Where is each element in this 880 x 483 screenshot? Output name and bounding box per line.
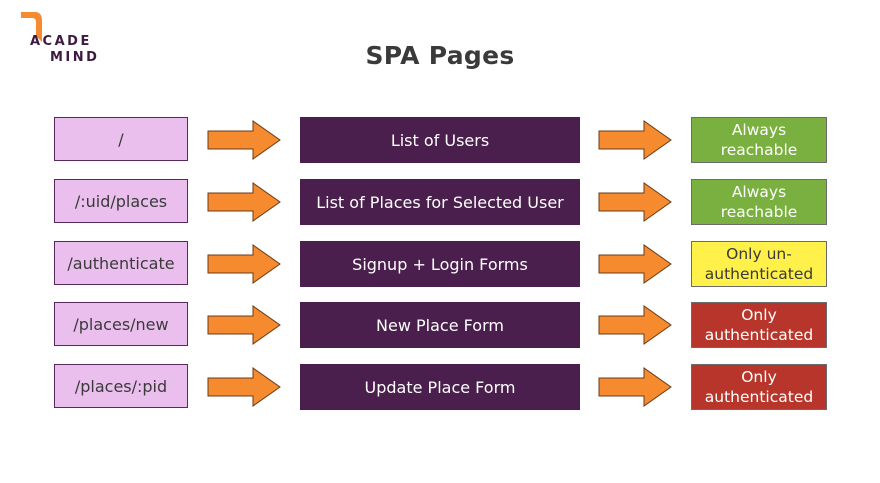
- access-label-line2: authenticated: [704, 265, 814, 283]
- route-box: /places/new: [54, 302, 188, 346]
- academind-logo: ACADE MIND: [14, 12, 124, 72]
- access-label-line2: authenticated: [704, 388, 814, 406]
- route-box: /places/:pid: [54, 364, 188, 408]
- route-box: /:uid/places: [54, 179, 188, 223]
- access-badge: Only authenticated: [691, 364, 827, 410]
- arrow-right-icon: [207, 244, 281, 284]
- page-box: List of Users: [300, 117, 580, 163]
- logo-text-line1: ACADE: [30, 34, 92, 49]
- access-label-line1: Always: [731, 121, 787, 139]
- logo-mark-icon: [21, 12, 42, 42]
- route-box: /: [54, 117, 188, 161]
- arrow-right-icon: [598, 305, 672, 345]
- access-badge: Always reachable: [691, 179, 827, 225]
- arrow-right-icon: [598, 182, 672, 222]
- route-row: / List of Users Always reachable: [0, 117, 880, 163]
- arrow-right-icon: [207, 305, 281, 345]
- access-label-line1: Only un-: [726, 245, 792, 263]
- access-label-line1: Only: [741, 306, 777, 324]
- access-label-line2: reachable: [720, 203, 798, 221]
- arrow-right-icon: [598, 244, 672, 284]
- access-label-line2: authenticated: [704, 326, 814, 344]
- route-row: /places/:pid Update Place Form Only authe…: [0, 364, 880, 410]
- access-badge: Only authenticated: [691, 302, 827, 348]
- page-box: New Place Form: [300, 302, 580, 348]
- arrow-right-icon: [598, 367, 672, 407]
- access-badge: Always reachable: [691, 117, 827, 163]
- arrow-right-icon: [207, 120, 281, 160]
- page-box: Update Place Form: [300, 364, 580, 410]
- route-row: /places/new New Place Form Only authentic…: [0, 302, 880, 348]
- page-title: SPA Pages: [365, 41, 515, 70]
- arrow-right-icon: [207, 182, 281, 222]
- route-box: /authenticate: [54, 241, 188, 285]
- arrow-right-icon: [598, 120, 672, 160]
- route-row: /:uid/places List of Places for Selected…: [0, 179, 880, 225]
- access-label-line2: reachable: [720, 141, 798, 159]
- logo-text-line2: MIND: [50, 50, 100, 65]
- access-badge: Only un-authenticated: [691, 241, 827, 287]
- access-label-line1: Always: [731, 183, 787, 201]
- route-row: /authenticate Signup + Login Forms Only …: [0, 241, 880, 287]
- page-box: Signup + Login Forms: [300, 241, 580, 287]
- arrow-right-icon: [207, 367, 281, 407]
- access-label-line1: Only: [741, 368, 777, 386]
- page-box: List of Places for Selected User: [300, 179, 580, 225]
